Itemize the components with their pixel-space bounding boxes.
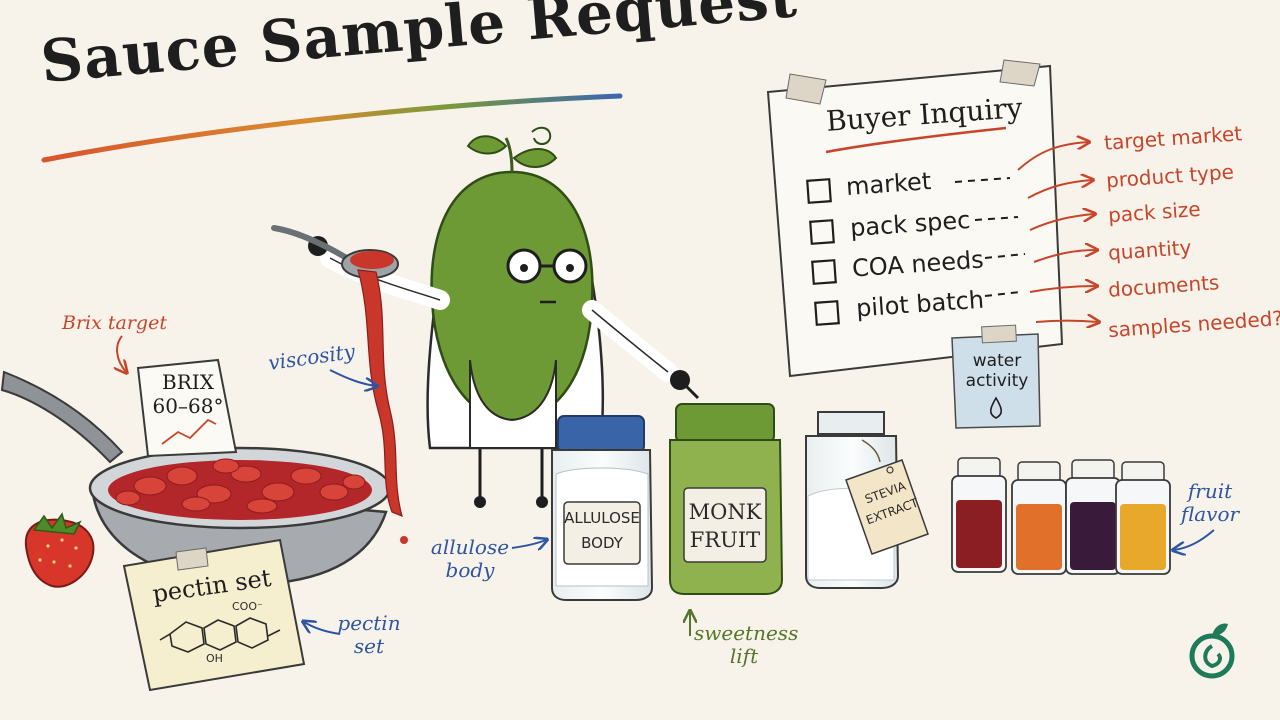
- fruit-flavor-annotation: fruit flavor: [1180, 479, 1240, 526]
- sweetness-lift-annotation: sweetness lift: [694, 621, 799, 668]
- pectin-formula-oh: OH: [206, 652, 223, 665]
- allulose-jar: [551, 415, 654, 601]
- flavor-jar-purple: [1065, 459, 1121, 575]
- pectin-card: [122, 538, 306, 692]
- brix-card: [136, 358, 238, 458]
- monk-fruit-jar: [669, 403, 784, 595]
- brix-trend-icon: [161, 418, 217, 445]
- buyer-inquiry-note: [766, 59, 1064, 378]
- water-activity-label: water activity: [965, 351, 1029, 391]
- flavor-jar-orange: [1011, 461, 1067, 575]
- brix-target-annotation: Brix target: [62, 312, 167, 334]
- avocado-scientist: [308, 126, 700, 508]
- pectin-set-annotation: pectin set: [337, 611, 401, 658]
- pectin-formula-coo: COO⁻: [232, 600, 263, 613]
- brix-card-text: BRIX 60–68°: [152, 370, 224, 418]
- leaf-right-icon: [512, 148, 558, 168]
- flavor-jar-yellow: [1115, 461, 1171, 575]
- monk-fruit-jar-label: MONK FRUIT: [688, 500, 762, 553]
- flavor-jar-red: [951, 457, 1007, 573]
- sauce-chunks: [115, 458, 366, 514]
- character-body: [430, 170, 594, 422]
- sauce-drip: [357, 269, 403, 518]
- checklist-item-market: market: [845, 167, 933, 201]
- stevia-jar: [805, 411, 929, 589]
- title-underline: [41, 93, 623, 163]
- stevia-tag: [845, 459, 929, 555]
- allulose-body-annotation: allulose body: [430, 535, 510, 582]
- leaf-left-icon: [466, 135, 508, 155]
- pectin-formula-icon: [159, 617, 281, 653]
- water-drop-icon: [989, 396, 1003, 419]
- allulose-jar-label: ALLULOSE BODY: [564, 509, 640, 553]
- water-activity-sticky: [951, 324, 1041, 429]
- spoon-icon: [271, 225, 399, 279]
- strawberry-icon: [24, 512, 95, 588]
- check-box-icon: [806, 178, 840, 326]
- fruit-logo-icon: [1189, 623, 1235, 679]
- flavor-jars: [951, 457, 1171, 575]
- arrow-icon: [1017, 142, 1098, 322]
